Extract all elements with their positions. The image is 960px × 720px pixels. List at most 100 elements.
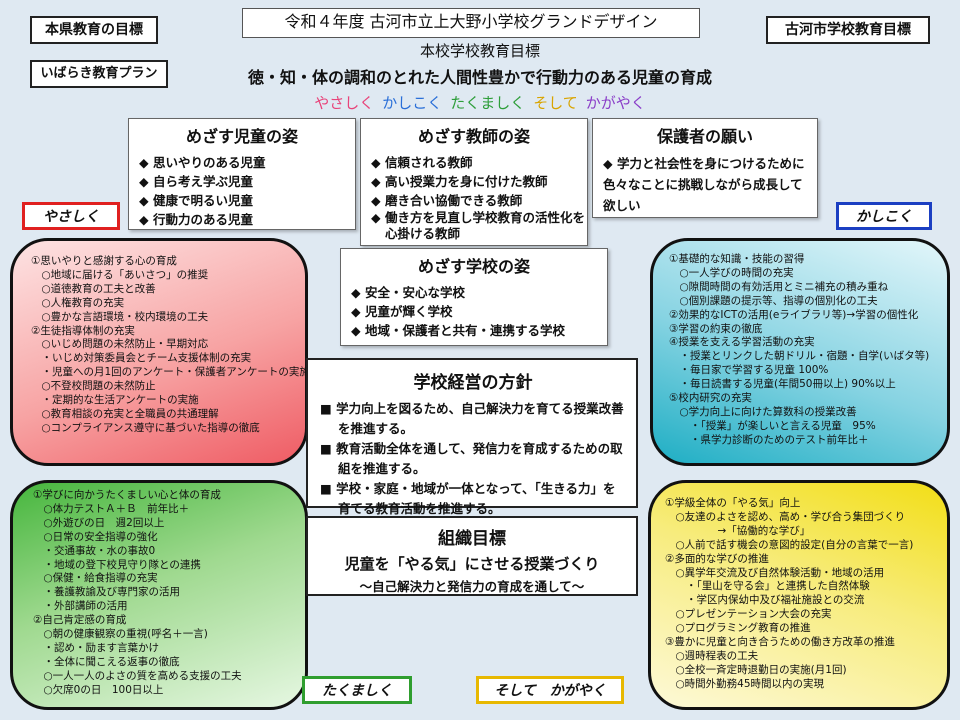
bubble-yasashiku: ①思いやりと感謝する心の育成 ○地域に届ける「あいさつ」の推奨 ○道徳教育の工夫…: [10, 238, 308, 466]
bubble-list-item: ・児童への月1回のアンケート・保護者アンケートの実施: [31, 366, 308, 379]
bubble-kashikoku: ①基礎的な知識・技能の習得 ○一人学びの時間の充実 ○隙間時間の有効活用とミニ補…: [650, 238, 950, 466]
aim-students-item: 思いやりのある児童: [139, 153, 355, 172]
bubble-list-item: ②生徒指導体制の充実: [31, 324, 135, 337]
bubble-takumashiku: ①学びに向かうたくましい心と体の育成 ○体力テストＡ＋Ｂ 前年比＋ ○外遊びの日…: [10, 480, 308, 710]
bubble-list-item: ③豊かに児童と向き合うための働き方改革の推進: [665, 636, 895, 649]
bubble-list-item: ○保健・給食指導の充実: [33, 572, 158, 585]
motto: やさしくかしこくたくましくそしてかがやく: [280, 92, 680, 116]
bubble-list-item: ○隙間時間の有効活用とミニ補充の積み重ね: [669, 280, 889, 293]
bubble-list-item: ○教育相談の充実と全職員の共通理解: [31, 407, 219, 420]
bubble-list-item: ⑤校内研究の充実: [669, 392, 752, 405]
bubble-list-item: ・定期的な生活アンケートの実施: [31, 394, 199, 407]
school-goal: 徳・知・体の調和のとれた人間性豊かで行動力のある児童の育成: [247, 68, 712, 87]
ibaraki-plan-label: いばらき教育プラン: [30, 60, 168, 88]
bubble-list-item: ②多面的な学びの推進: [665, 552, 769, 565]
bubble-list-item: ・交通事故・水の事故0: [33, 544, 156, 557]
org-goal-box: 組織目標 児童を「やる気」にさせる授業づくり ～自己解決力と発信力の育成を通して…: [306, 516, 638, 596]
bubble-list-item: ・全体に聞こえる返事の徹底: [33, 655, 180, 668]
aim-students-item: 行動力のある児童: [139, 210, 355, 229]
tag-takumashiku: たくましく: [302, 676, 412, 704]
motto-word: かがやく: [585, 94, 646, 112]
school-policy-item: 学力向上を図るため、自己解決力を育てる授業改善を推進する。: [320, 399, 626, 439]
bubble-list-item: ・毎日読書する児童(年間50冊以上) 90%以上: [669, 378, 896, 391]
bubble-list-item: ○人前で話す機会の意図的設定(自分の言葉で一言): [665, 538, 914, 551]
bubble-list-item: ①基礎的な知識・技能の習得: [669, 253, 805, 265]
bubble-list-item: ○道徳教育の工夫と改善: [31, 282, 156, 295]
aim-students-card: めざす児童の姿 思いやりのある児童 自ら考え学ぶ児童 健康で明るい児童 行動力の…: [128, 118, 356, 230]
aim-school-item: 児童が輝く学校: [351, 302, 607, 321]
bubble-list-item: ・「授業」が楽しいと言える児童 95%: [669, 419, 876, 432]
bubble-list-item: ○体力テストＡ＋Ｂ 前年比＋: [33, 502, 190, 515]
bubble-list-item: ○欠席0の日 100日以上: [33, 683, 164, 696]
tag-yasashiku: やさしく: [22, 202, 120, 230]
bubble-list-item: ○一人一人のよさの質を高める支援の工夫: [33, 669, 242, 682]
bubble-list-item: ○不登校問題の未然防止: [31, 380, 156, 393]
bubble-list-item: ・授業とリンクした朝ドリル・宿題・自学(いばタ等): [669, 350, 930, 363]
org-goal-sub: ～自己解決力と発信力の育成を通して～: [359, 579, 585, 594]
bubble-list-item: ○週時程表の工夫: [665, 649, 759, 662]
bubble-list-item: ○全校一斉定時退勤日の実施(月1回): [665, 663, 847, 676]
aim-parents-card: 保護者の願い ◆ 学力と社会性を身につけるために 色々なことに挑戦しながら成長し…: [592, 118, 818, 218]
aim-students-item: 自ら考え学ぶ児童: [139, 172, 355, 191]
motto-word: やさしく: [314, 94, 375, 112]
motto-word: たくましく: [450, 94, 526, 112]
bubble-list-item: ・いじめ対策委員会とチーム支援体制の充実: [31, 352, 252, 365]
bubble-list-item: ○いじめ問題の未然防止・早期対応: [31, 338, 209, 351]
org-goal-main: 児童を「やる気」にさせる授業づくり: [344, 555, 600, 573]
aim-parents-text: ◆ 学力と社会性を身につけるために 色々なことに挑戦しながら成長して欲しい: [603, 156, 805, 213]
aim-school-item: 安全・安心な学校: [351, 283, 607, 302]
koga-city-goal-label: 古河市学校教育目標: [766, 16, 930, 44]
bubble-list-item: ○個別課題の提示等、指導の個別化の工夫: [669, 294, 878, 307]
school-policy-item: 学校・家庭・地域が一体となって、「生きる力」を育てる教育活動を推進する。: [320, 479, 626, 519]
bubble-list-item: ○人権教育の充実: [31, 296, 125, 309]
bubble-list-item: ○外遊びの日 週2回以上: [33, 516, 165, 529]
bubble-list-item: ①学びに向かうたくましい心と体の育成: [33, 489, 221, 501]
school-policy-item: 教育活動全体を通して、発信力を育成するための取組を推進する。: [320, 439, 626, 479]
bubble-list-item: ②効果的なICTの活用(eライブラリ等)→学習の個性化: [669, 308, 919, 321]
tag-kagayaku: そして かがやく: [476, 676, 624, 704]
bubble-list-item: ○プレゼンテーション大会の充実: [665, 608, 832, 621]
page-title: 令和４年度 古河市立上大野小学校グランドデザイン: [242, 8, 700, 38]
motto-word: そして: [533, 94, 578, 112]
bubble-list-item: ○朝の健康観察の重視(呼名＋一言): [33, 628, 208, 641]
tag-kashikoku: かしこく: [836, 202, 932, 230]
aim-teachers-item: 信頼される教師: [371, 153, 587, 172]
prefecture-goal-label: 本県教育の目標: [30, 16, 158, 44]
bubble-list-item: ・学区内保幼中及び福祉施設との交流: [665, 594, 865, 607]
bubble-list-item: ○日常の安全指導の強化: [33, 530, 158, 543]
bubble-kagayaku: ①学級全体の「やる気」向上 ○友達のよさを認め、高め・学び合う集団づくり →「協…: [648, 480, 950, 710]
bubble-list-item: ・「里山を守る会」と連携した自然体験: [665, 580, 870, 593]
bubble-list-item: ○プログラミング教育の推進: [665, 622, 811, 635]
aim-teachers-title: めざす教師の姿: [417, 127, 530, 146]
school-policy-title: 学校経営の方針: [413, 373, 533, 393]
bubble-list-item: ①思いやりと感謝する心の育成: [31, 255, 177, 267]
bubble-list-item: →「協働的な学び」: [665, 524, 811, 537]
bubble-list-item: ○一人学びの時間の充実: [669, 266, 794, 279]
aim-teachers-item: 高い授業力を身に付けた教師: [371, 172, 587, 191]
bubble-list-item: ・地域の登下校見守り隊との連携: [33, 558, 201, 571]
aim-teachers-item: 働き方を見直し学校教育の活性化を心掛ける教師: [371, 210, 587, 242]
aim-school-item: 地域・保護者と共有・連携する学校: [351, 321, 607, 340]
bubble-list-item: ○時間外勤務45時間以内の実現: [665, 677, 825, 690]
aim-teachers-card: めざす教師の姿 信頼される教師 高い授業力を身に付けた教師 磨き合い協働できる教…: [360, 118, 588, 246]
bubble-list-item: ○異学年交流及び自然体験活動・地域の活用: [665, 566, 885, 579]
motto-word: かしこく: [382, 94, 443, 112]
org-goal-title: 組織目標: [438, 529, 506, 549]
bubble-list-item: ○豊かな言語環境・校内環境の工夫: [31, 310, 209, 323]
bubble-list-item: ②自己肯定感の育成: [33, 614, 127, 627]
aim-school-card: めざす学校の姿 安全・安心な学校 児童が輝く学校 地域・保護者と共有・連携する学…: [340, 248, 608, 346]
bubble-list-item: ・外部講師の活用: [33, 600, 128, 613]
bubble-list-item: ・県学力診断のためのテスト前年比＋: [669, 433, 869, 446]
bubble-list-item: ○学力向上に向けた算数科の授業改善: [669, 405, 857, 418]
bubble-list-item: ④授業を支える学習活動の充実: [669, 336, 815, 349]
bubble-list-item: ・認め・励ます言葉かけ: [33, 641, 159, 654]
bubble-list-item: ○コンプライアンス遵守に基づいた指導の徹底: [31, 421, 260, 434]
bubble-list-item: ○地域に届ける「あいさつ」の推奨: [31, 268, 209, 281]
bubble-list-item: ・毎日家で学習する児童 100%: [669, 364, 829, 377]
bubble-list-item: ・養護教諭及び専門家の活用: [33, 586, 180, 599]
aim-teachers-item: 磨き合い協働できる教師: [371, 191, 587, 210]
bubble-list-item: ○友達のよさを認め、高め・学び合う集団づくり: [665, 510, 906, 523]
school-policy-box: 学校経営の方針 学力向上を図るため、自己解決力を育てる授業改善を推進する。 教育…: [306, 358, 638, 516]
bubble-list-item: ①学級全体の「やる気」向上: [665, 497, 801, 509]
aim-parents-title: 保護者の願い: [656, 127, 753, 146]
